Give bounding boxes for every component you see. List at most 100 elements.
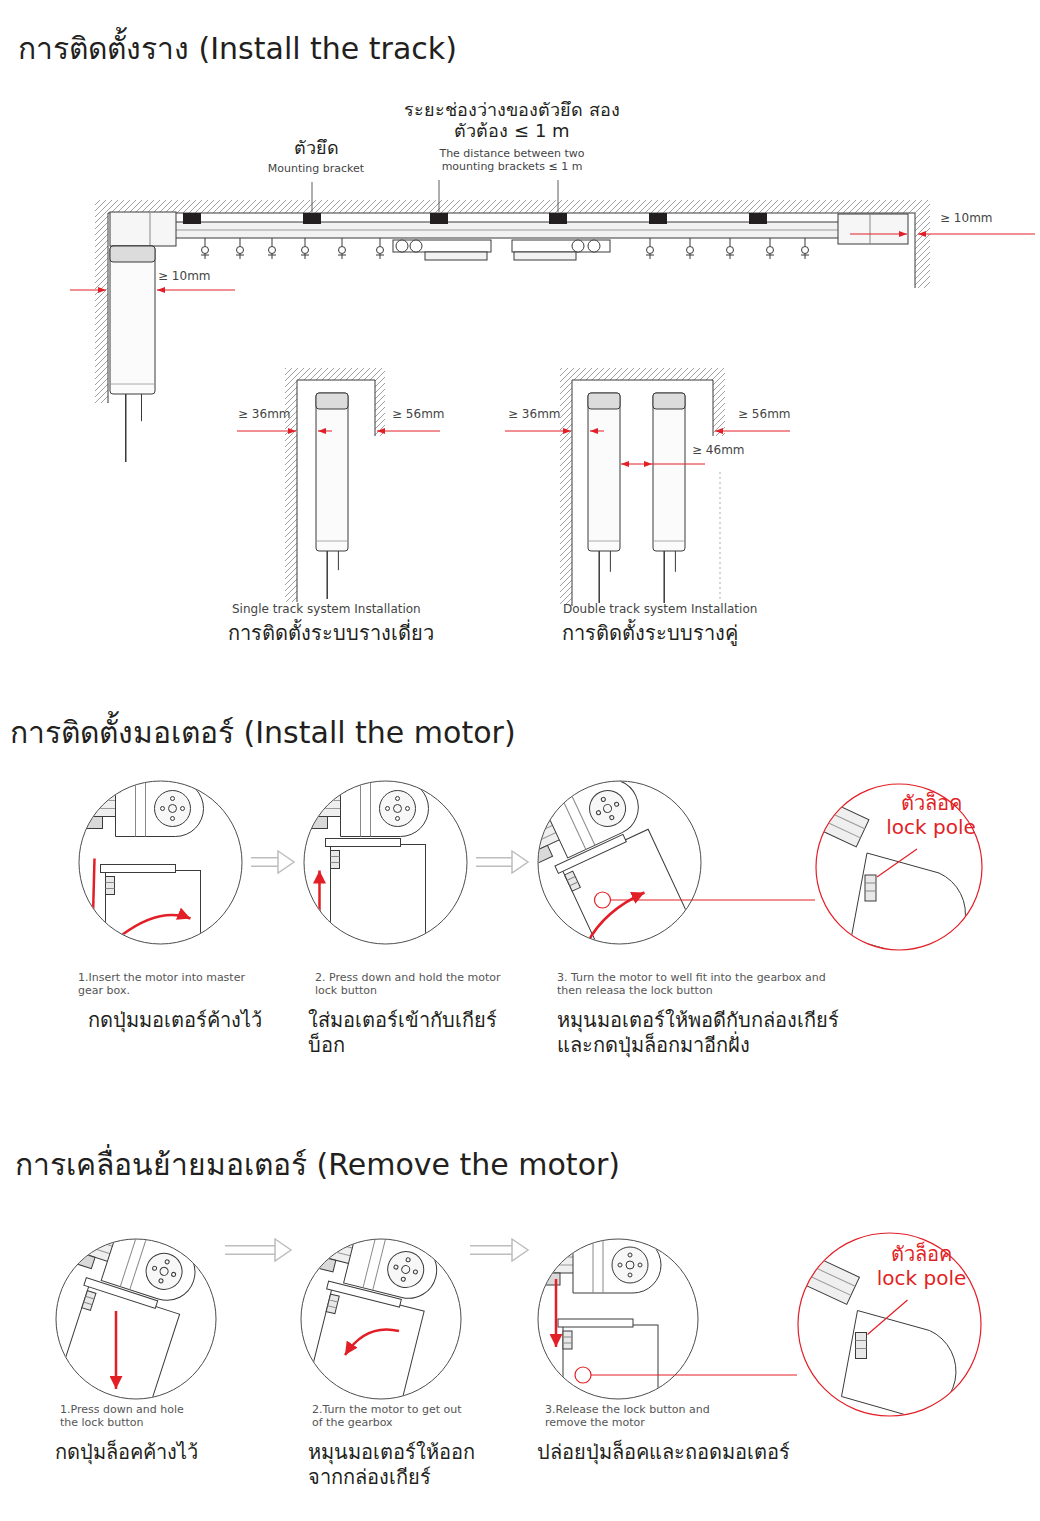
- figure-caption: การติดตั้งระบบรางเดี่ยว: [228, 622, 434, 645]
- lock-pole: [865, 875, 876, 901]
- motion-arrow: [345, 1329, 399, 1355]
- carriage: [528, 845, 553, 865]
- ceiling-hatch: [95, 200, 930, 213]
- carriage-wheel: [410, 240, 422, 252]
- part-name: Mounting bracket: [236, 163, 396, 176]
- drawing-line: [562, 799, 586, 850]
- section-heading: การติดตั้งราง (Install the track): [18, 32, 457, 67]
- step-caption-thai: หมุนมอเตอร์ให้ออก จากกล่องเกียร์: [308, 1440, 483, 1490]
- wall-outline: [297, 380, 375, 602]
- leader-line: [868, 1300, 908, 1335]
- drawing-line: [106, 882, 115, 883]
- step-caption: 1.Insert the motor into master gear box.: [78, 972, 273, 997]
- gearbox: [116, 781, 204, 837]
- drawing-line: [51, 808, 121, 809]
- track-rail: [761, 775, 869, 847]
- track-rail: [175, 222, 840, 238]
- callout-label: lock pole: [869, 1266, 974, 1290]
- circle-outline: [303, 780, 468, 945]
- runner-hook: [376, 254, 384, 259]
- step-circle: 3. Turn the motor to well fit into the g…: [537, 780, 702, 945]
- drawing-line: [567, 877, 575, 881]
- step-arrow: [470, 1250, 512, 1251]
- runner-hook: [269, 247, 276, 254]
- magnified-view: ตัวล็อคlock pole: [815, 783, 983, 951]
- gear-hole: [406, 807, 410, 811]
- motor-plate: [558, 1319, 633, 1327]
- arrow-shaft: [476, 857, 512, 867]
- gear-hole: [628, 1273, 632, 1277]
- drawing-line: [317, 541, 347, 542]
- drawing-line: [570, 882, 578, 886]
- step-caption: 3.Release the lock button and remove the…: [545, 1404, 710, 1429]
- step-arrow: [476, 862, 512, 863]
- gear-hole: [171, 817, 175, 821]
- drawing-line: [765, 793, 860, 837]
- drawing-line: [593, 1237, 594, 1293]
- motor-cap: [110, 246, 155, 262]
- carriage-arm: [514, 252, 576, 260]
- wall-outline: [572, 380, 713, 606]
- drawing-line: [276, 808, 346, 809]
- step-caption: 3. Turn the motor to well fit into the g…: [557, 972, 852, 997]
- step-circle: 1.Insert the motor into master gear box.…: [78, 780, 243, 945]
- arrow-shaft: [476, 859, 512, 866]
- runner-hook: [338, 254, 346, 259]
- track-rail: [46, 1218, 120, 1262]
- gear-hole: [614, 802, 619, 807]
- step-circle: 3.Release the lock button and remove the…: [537, 1238, 699, 1400]
- gear-hole: [609, 815, 614, 820]
- leader-connector: [699, 1375, 797, 1376]
- runner-hook: [305, 238, 306, 246]
- step-illustration: [51, 781, 204, 1081]
- runner-hook: [646, 254, 654, 259]
- track-drawing: [70, 180, 1035, 606]
- lock-button: [565, 871, 581, 891]
- runner-hook: [302, 247, 309, 254]
- wall-hatch: [95, 213, 108, 403]
- motion-arrow: [555, 1279, 558, 1347]
- wall-hatch: [375, 380, 385, 436]
- drawing-line: [654, 541, 684, 542]
- dimension-line: [237, 431, 296, 432]
- runner-hook: [237, 247, 244, 254]
- callout-label: lock pole: [881, 815, 981, 839]
- mounting-bracket: [183, 213, 201, 224]
- drawing-line: [130, 1236, 147, 1289]
- gear-disc: [602, 803, 613, 814]
- drawing-line: [331, 862, 340, 863]
- circle-outline: [301, 1239, 461, 1399]
- dimension-label: ≥ 10mm: [940, 212, 993, 226]
- guide-line: [720, 472, 721, 600]
- gear-disc: [155, 791, 191, 827]
- gear-disc: [394, 805, 402, 813]
- callout-label: ตัวล็อค: [881, 791, 981, 815]
- circle-outline: [300, 1238, 462, 1400]
- step-caption: 2.Turn the motor to get out of the gearb…: [312, 1404, 464, 1429]
- drawing-line: [84, 1302, 93, 1305]
- leader-line: [702, 900, 815, 901]
- runner-hook: [377, 247, 384, 254]
- gear-hole: [161, 807, 165, 811]
- gearbox: [101, 1227, 202, 1307]
- drawing-line: [370, 781, 371, 837]
- step-caption-thai: กดปุ่มมอเตอร์ค้างไว้: [88, 1008, 288, 1033]
- dimension-line: [850, 234, 907, 235]
- runner-hook: [730, 238, 731, 246]
- step-circle: 1.Press down and hole the lock buttonกดป…: [55, 1238, 217, 1400]
- motor-rod: [141, 394, 142, 421]
- runner-hook: [770, 238, 771, 246]
- lock-button: [563, 1331, 572, 1349]
- runner-hook: [802, 247, 809, 254]
- arrow-shaft: [225, 1245, 275, 1255]
- drawing-line: [508, 1265, 578, 1266]
- drawing-line: [603, 1237, 604, 1293]
- gear-hole: [628, 1253, 632, 1257]
- circle-outline: [79, 781, 242, 944]
- gear-hole: [401, 1277, 406, 1282]
- gearbox: [544, 770, 647, 858]
- step-caption: 1.Press down and hole the lock button: [60, 1404, 200, 1429]
- dimension-label: ≥ 36mm: [508, 408, 561, 422]
- mounting-bracket: [749, 213, 767, 224]
